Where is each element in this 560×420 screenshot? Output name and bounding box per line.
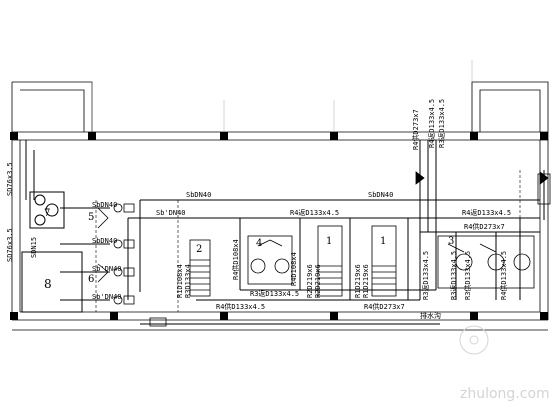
label-pump-dn40-b: SbDN40 — [92, 237, 117, 245]
label-sbdn40-top-left: SbDN40 — [186, 191, 211, 199]
equipment-numbers: 7 5 6 8 2 4 1 1 3 — [44, 208, 454, 291]
label-eq1b-d219: R1D219x6 — [354, 264, 362, 298]
grid-lines — [91, 60, 473, 132]
eq-number-8: 8 — [44, 277, 52, 291]
label-pump-dn40-c: Sb'DN40 — [92, 265, 122, 273]
label-pump-dn40-d: Sb'DN40 — [92, 293, 122, 301]
eq-number-5: 5 — [88, 212, 94, 223]
label-r3-d133-bottom: R3返D133x4.5 — [250, 290, 299, 298]
equipment-7 — [29, 191, 65, 229]
vertical-labels: R4供D273x7 R4返D133x4.5 R3返D133x4.5 SD76x3… — [6, 99, 508, 300]
valve-fittings — [149, 171, 551, 327]
equipment-1a — [317, 225, 343, 297]
label-left-sd76-b: SD76x3.5 — [6, 228, 14, 262]
equipment-4 — [247, 235, 293, 285]
label-eq1b-d219b: R1D219x6 — [362, 264, 370, 298]
label-vert-r4-d133: R4返D133x4.5 — [428, 99, 436, 148]
label-eq3-r4d133: R4供D133x4.5 — [499, 251, 508, 300]
eq-number-7: 7 — [44, 208, 50, 219]
pump-group — [97, 203, 135, 305]
label-vert-r4-d273: R4供D273x7 — [411, 109, 420, 150]
equipment-2 — [189, 239, 211, 297]
label-eq1a-d219: R2D219x6 — [306, 264, 314, 298]
eq-number-2: 2 — [196, 244, 202, 255]
label-sbdn40-top-right: SbDN40 — [368, 191, 393, 199]
structural-columns — [10, 132, 548, 320]
equipment-1b — [371, 225, 397, 297]
label-eq3-r3d133: R3返D133x4.5 — [422, 251, 430, 300]
eq-number-1a: 1 — [326, 236, 332, 247]
label-r4-d133-bottom: R4供D133x4.5 — [216, 302, 265, 311]
watermark: zhulong.com — [459, 325, 550, 402]
label-r4-d133-top: R4返D133x4.5 — [290, 209, 339, 217]
label-bottom-note: 排水沟 — [420, 311, 441, 320]
label-eq3-r3d133b: R3供D133x4.5 — [463, 251, 472, 300]
label-sbprime-dn40: Sb'DN40 — [156, 209, 186, 217]
equipment-3 — [437, 235, 535, 289]
label-eq1a-d219b: R2D219x6 — [314, 264, 322, 298]
watermark-logo — [459, 325, 489, 355]
eq-number-1b: 1 — [380, 236, 386, 247]
label-r4-d273-mid: R4供D273x7 — [464, 222, 505, 231]
label-vert-r3-d133: R3返D133x4.5 — [438, 99, 446, 148]
eq-number-4: 4 — [256, 238, 262, 249]
eq-number-3: 3 — [448, 236, 454, 247]
label-pump-dn40-a: SbDN40 — [92, 201, 117, 209]
label-r4-d273-bottom: R4供D273x7 — [364, 302, 405, 311]
label-eq2-r3d133: R3D133x4 — [184, 264, 192, 298]
label-eq4-r4d108: R4供D108x4 — [231, 239, 240, 280]
building-walls — [11, 81, 549, 331]
label-left-sdn15: SDN15 — [30, 237, 38, 258]
pipe-labels: SbDN40 SbDN40 Sb'DN40 R4返D133x4.5 R4返D13… — [92, 191, 511, 320]
label-eq2-r1d108: R1D108x4 — [176, 264, 184, 298]
pipe-network — [25, 140, 545, 325]
eq-number-6: 6 — [88, 274, 94, 285]
label-eq4-r4d108b: R4D108x4 — [290, 252, 298, 286]
label-left-sd76: SD76x3.5 — [6, 162, 14, 196]
equipment-8 — [21, 251, 83, 313]
watermark-text: zhulong.com — [460, 386, 550, 402]
dashed-lines — [95, 170, 521, 312]
label-eq-r3: R3返D133x4.5 — [450, 251, 458, 300]
label-r4-d133-right: R4返D133x4.5 — [462, 209, 511, 217]
